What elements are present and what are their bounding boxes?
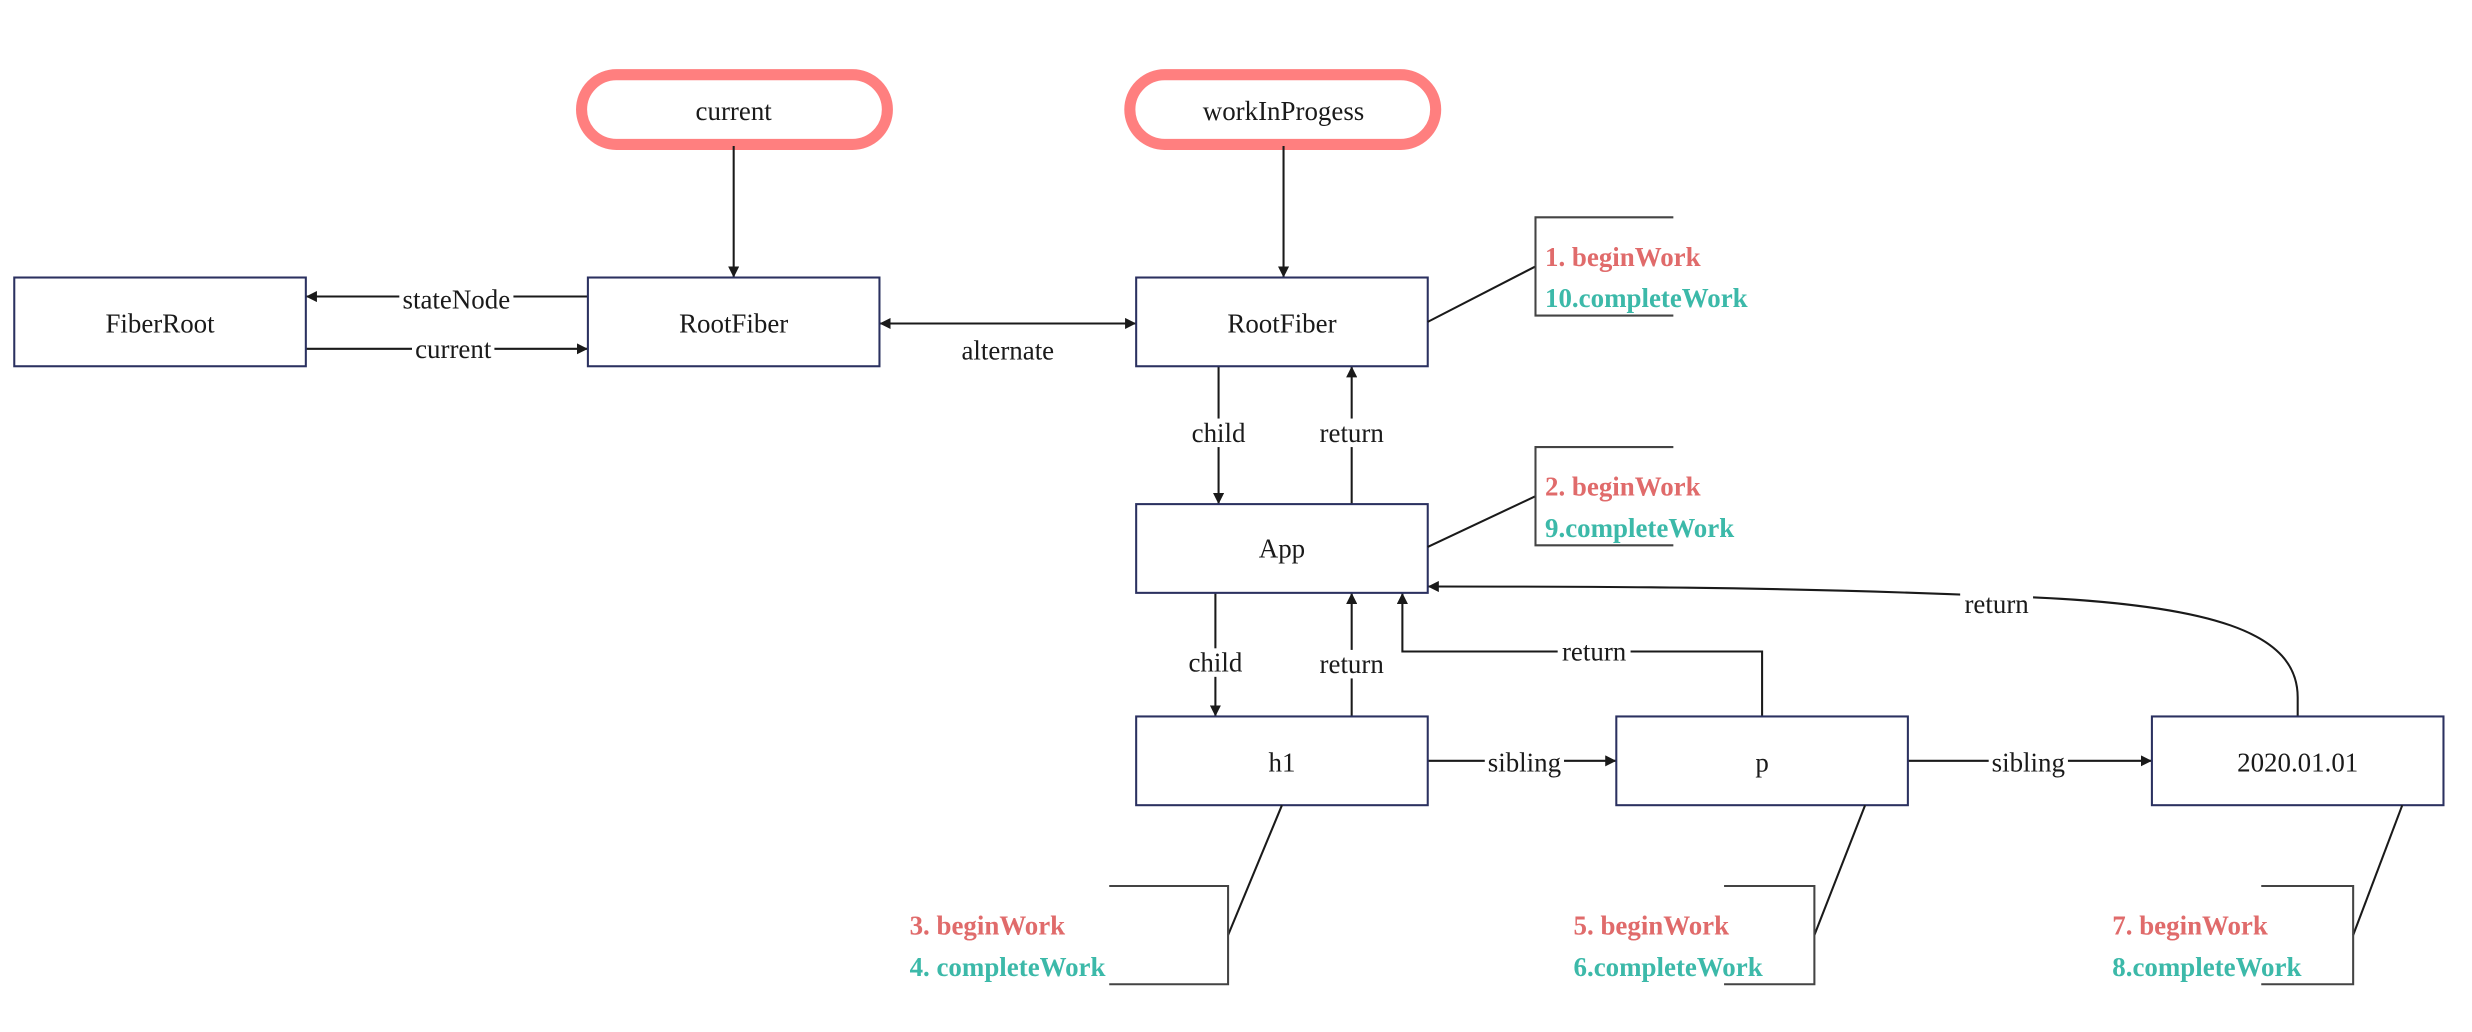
annotation-bracket bbox=[1534, 216, 1674, 317]
annotation-bracket bbox=[1534, 446, 1674, 547]
node-fiber-root-label: FiberRoot bbox=[105, 308, 215, 338]
node-date-label: 2020.01.01 bbox=[2237, 747, 2358, 777]
edge-root-child-label: child bbox=[1192, 418, 1246, 448]
annotation-bracket bbox=[1109, 884, 1230, 986]
edge-h1-return-label: return bbox=[1320, 649, 1385, 679]
edge-alternate-label: alternate bbox=[961, 335, 1054, 365]
edge-date-return-label: return bbox=[1964, 589, 2029, 619]
annotation-complete-work: 8.completeWork bbox=[2112, 952, 2301, 982]
annotation-app: 2. beginWork 9.completeWork bbox=[1427, 446, 1734, 548]
annotation-root-fiber: 1. beginWork 10.completeWork bbox=[1427, 216, 1748, 323]
annotation-complete-work: 4. completeWork bbox=[910, 952, 1106, 982]
annotation-date: 7. beginWork 8.completeWork bbox=[2112, 804, 2404, 986]
edge-p-return-label: return bbox=[1562, 636, 1627, 666]
annotation-p: 5. beginWork 6.completeWork bbox=[1574, 804, 1867, 986]
annotation-bracket bbox=[2261, 884, 2355, 986]
node-h1-label: h1 bbox=[1268, 747, 1295, 777]
edge-h1-sibling-label: sibling bbox=[1488, 747, 1561, 777]
node-root-fiber-wip-label: RootFiber bbox=[1227, 308, 1336, 338]
callout-line bbox=[1813, 804, 1867, 936]
pointer-work-in-progress-label: workInProgess bbox=[1203, 96, 1365, 126]
node-p-label: p bbox=[1755, 747, 1768, 777]
annotation-begin-work: 7. beginWork bbox=[2112, 911, 2268, 941]
annotation-complete-work: 9.completeWork bbox=[1545, 513, 1734, 543]
edge-p-sibling-label: sibling bbox=[1992, 747, 2065, 777]
callout-line bbox=[1227, 804, 1283, 936]
annotation-h1: 3. beginWork 4. completeWork bbox=[910, 804, 1283, 986]
edge-app-return-label: return bbox=[1320, 418, 1385, 448]
node-date[interactable]: 2020.01.01 bbox=[2150, 715, 2445, 807]
annotation-complete-work: 10.completeWork bbox=[1545, 283, 1748, 313]
callout-line bbox=[2352, 804, 2404, 936]
node-app-label: App bbox=[1259, 533, 1305, 563]
node-root-fiber-current[interactable]: RootFiber bbox=[586, 276, 881, 368]
pointer-current[interactable]: current bbox=[576, 69, 893, 150]
annotation-bracket bbox=[1724, 884, 1816, 986]
edge-fiberroot-current-label: current bbox=[415, 334, 492, 364]
node-app[interactable]: App bbox=[1135, 503, 1429, 594]
annotation-begin-work: 1. beginWork bbox=[1545, 242, 1701, 272]
annotation-complete-work: 6.completeWork bbox=[1574, 952, 1763, 982]
node-root-fiber-current-label: RootFiber bbox=[679, 308, 788, 338]
pointer-current-label: current bbox=[696, 96, 773, 126]
callout-line bbox=[1427, 265, 1536, 323]
annotation-begin-work: 2. beginWork bbox=[1545, 472, 1701, 502]
edge-state-node-label: stateNode bbox=[403, 285, 511, 315]
pointer-work-in-progress[interactable]: workInProgess bbox=[1124, 69, 1442, 150]
node-root-fiber-wip[interactable]: RootFiber bbox=[1135, 276, 1429, 368]
node-fiber-root[interactable]: FiberRoot bbox=[13, 276, 307, 368]
callout-line bbox=[1427, 495, 1536, 548]
edge-app-child-label: child bbox=[1188, 648, 1242, 678]
node-h1[interactable]: h1 bbox=[1135, 715, 1429, 807]
annotation-begin-work: 5. beginWork bbox=[1574, 911, 1730, 941]
annotation-begin-work: 3. beginWork bbox=[910, 911, 1066, 941]
node-p[interactable]: p bbox=[1615, 715, 1909, 807]
